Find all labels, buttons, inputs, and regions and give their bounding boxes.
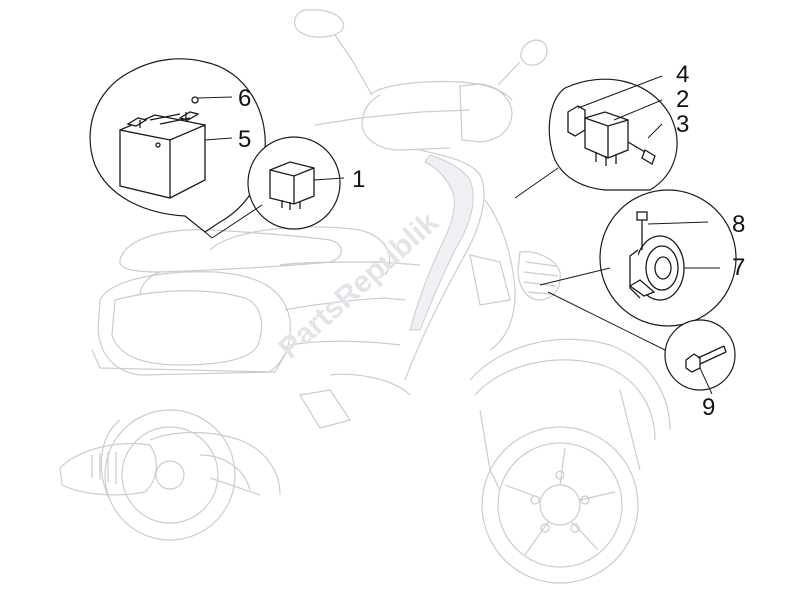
battery-callout: 6 5 bbox=[89, 58, 266, 233]
horn bbox=[628, 211, 685, 301]
callout-1: 1 bbox=[352, 166, 365, 193]
scooter-silhouette bbox=[59, 9, 671, 584]
callout-9: 9 bbox=[702, 394, 715, 421]
callout-2: 2 bbox=[676, 86, 689, 113]
horn-callout: 8 7 bbox=[539, 189, 745, 327]
callout-3: 3 bbox=[676, 111, 689, 138]
callout-7: 7 bbox=[732, 254, 745, 281]
battery bbox=[119, 96, 206, 199]
callout-8: 8 bbox=[732, 211, 745, 238]
relay-with-bracket bbox=[567, 105, 656, 166]
callout-6: 6 bbox=[238, 85, 251, 112]
callout-4: 4 bbox=[676, 61, 689, 88]
bolt bbox=[685, 345, 727, 373]
relay-callout: 1 bbox=[211, 136, 365, 239]
relay-bracket-callout: 4 2 3 bbox=[514, 61, 689, 199]
relay bbox=[269, 161, 315, 210]
callout-5: 5 bbox=[238, 126, 251, 153]
bolt-callout: 9 bbox=[547, 291, 736, 421]
